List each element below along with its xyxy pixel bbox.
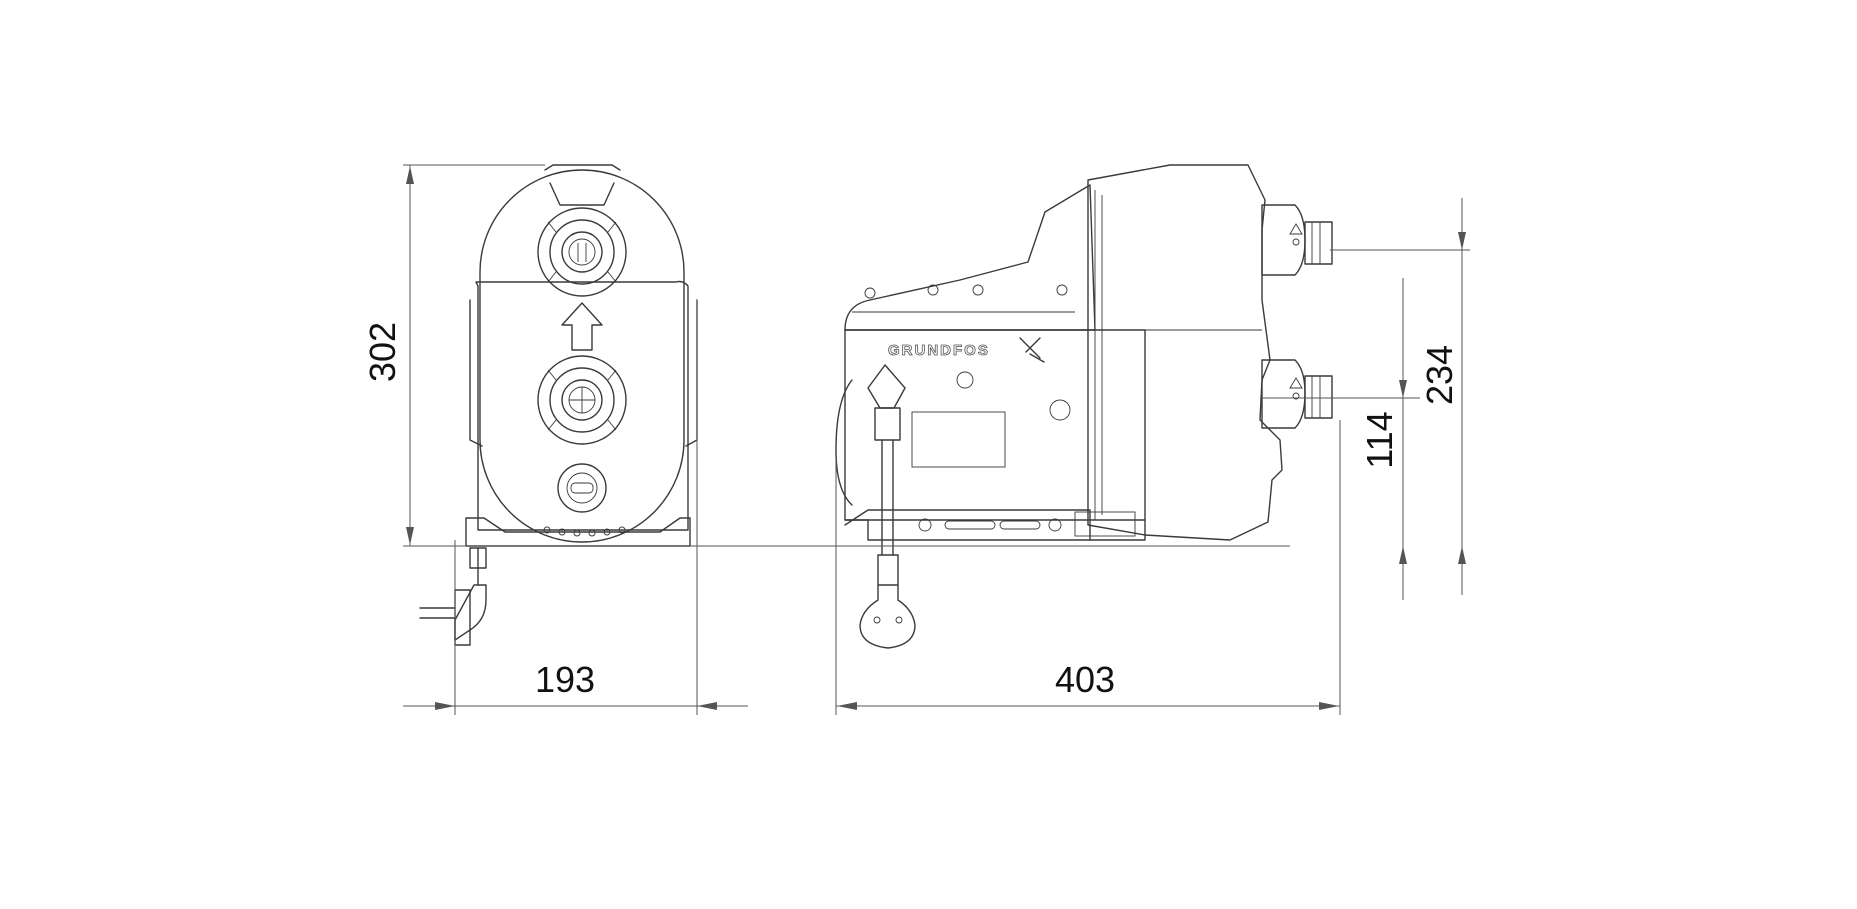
dimension-length: 403	[836, 659, 1340, 710]
dimension-label-length: 403	[1055, 659, 1115, 700]
front-power-plug	[419, 547, 487, 646]
front-upper-port	[537, 207, 627, 297]
dimension-height: 302	[362, 165, 414, 546]
side-lower-port	[1261, 359, 1333, 429]
side-front-bulge	[835, 379, 853, 506]
side-power-plug	[859, 364, 916, 649]
flow-direction-arrow	[561, 302, 603, 351]
front-housing-back	[475, 280, 689, 531]
side-pump-housing	[1087, 164, 1283, 541]
dimension-label-height: 302	[362, 322, 403, 382]
dimension-upper-port-height: 234	[1419, 198, 1466, 595]
side-upper-port	[1261, 204, 1333, 276]
front-view	[419, 164, 698, 646]
brand-logo-text: GRUNDFOS	[888, 342, 990, 359]
side-view: GRUNDFOS	[835, 164, 1333, 649]
brand-logo-mark-icon	[1019, 337, 1045, 363]
dimension-label-width: 193	[535, 659, 595, 700]
dimension-lower-port-height: 114	[1359, 278, 1407, 600]
front-top-lip	[544, 164, 621, 171]
dimension-label-lower-port: 114	[1359, 411, 1400, 468]
front-top-notch	[549, 182, 615, 206]
side-base	[844, 519, 1146, 541]
side-label-plate	[911, 411, 1006, 468]
front-lower-port	[537, 355, 627, 445]
front-left-shoulder	[469, 299, 483, 447]
front-drain-plug	[557, 463, 607, 513]
dimension-label-upper-port: 234	[1419, 345, 1460, 405]
side-motor-cover	[844, 184, 1096, 331]
side-base-rail	[844, 509, 1091, 541]
side-housing-flange	[1094, 190, 1103, 520]
front-base-bolts	[543, 526, 626, 537]
front-oval-body	[479, 169, 685, 543]
dimension-width: 193	[403, 659, 748, 710]
